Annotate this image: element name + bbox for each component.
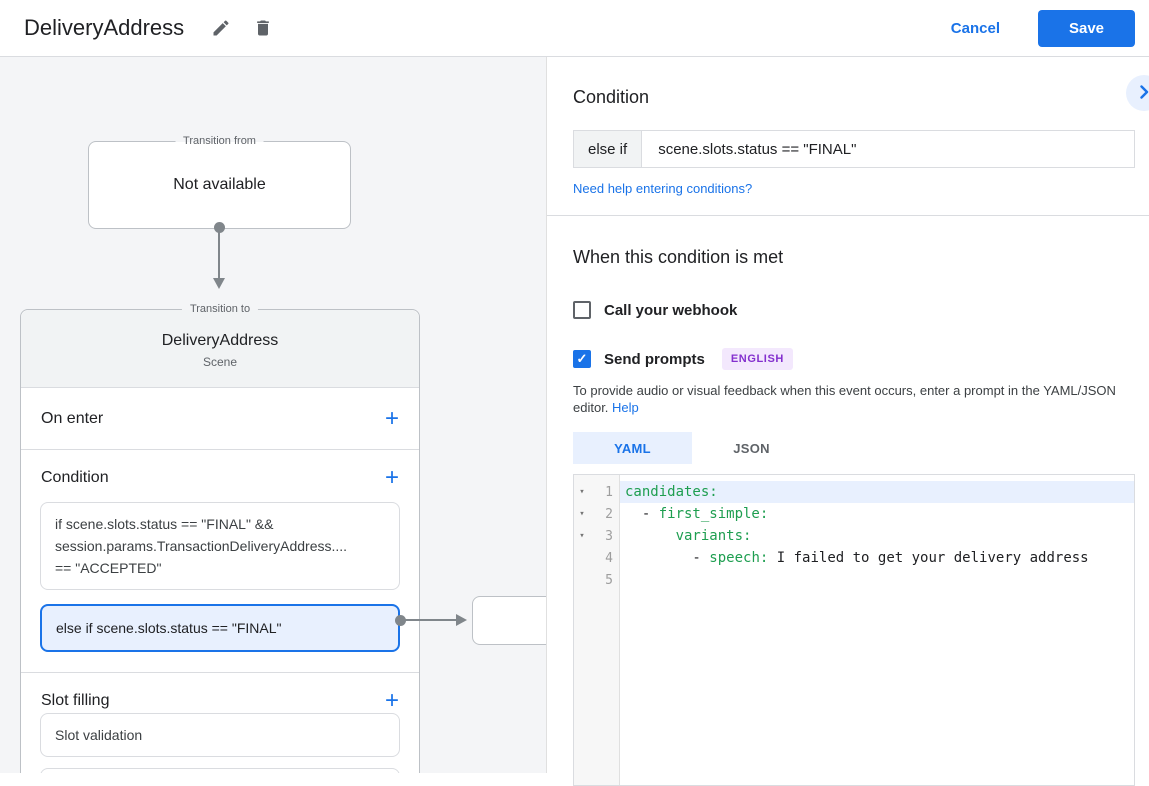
scene-node-title: DeliveryAddress xyxy=(21,332,419,350)
transition-to-label: Transition to xyxy=(182,302,258,317)
fold-toggle-icon[interactable]: ▾ xyxy=(574,531,590,541)
condition-editor-panel: Condition else if Need help entering con… xyxy=(546,57,1149,773)
condition-prefix-label: else if xyxy=(574,131,642,167)
language-badge: ENGLISH xyxy=(722,348,793,370)
connector-line-horizontal xyxy=(405,619,457,621)
code-key: candidates: xyxy=(625,484,718,500)
check-icon: ✓ xyxy=(577,351,588,366)
help-link[interactable]: Help xyxy=(612,400,639,415)
code-indent: - xyxy=(625,506,659,522)
prompt-description: To provide audio or visual feedback when… xyxy=(573,382,1135,416)
editor-tabs: YAML JSON xyxy=(573,432,1135,464)
tab-yaml[interactable]: YAML xyxy=(573,432,692,464)
condition-expression-input[interactable] xyxy=(642,131,1134,167)
code-line[interactable]: - speech: I failed to get your delivery … xyxy=(620,547,1134,569)
code-indent: - xyxy=(625,550,709,566)
line-number: 4 xyxy=(590,551,619,566)
condition-item-else-if-selected[interactable]: else if scene.slots.status == "FINAL" xyxy=(40,604,400,652)
add-slot-button[interactable]: + xyxy=(385,691,399,711)
condition-input-row: else if xyxy=(573,130,1135,168)
code-value: I failed to get your delivery address xyxy=(768,550,1088,566)
add-condition-button[interactable]: + xyxy=(385,468,399,488)
code-line[interactable]: variants: xyxy=(620,525,1134,547)
arrow-down-icon xyxy=(213,278,225,289)
arrow-right-icon xyxy=(456,614,467,626)
connector-line-vertical xyxy=(218,229,220,279)
plus-icon: + xyxy=(385,464,399,491)
call-webhook-label: Call your webhook xyxy=(604,302,737,319)
fold-toggle-icon[interactable]: ▾ xyxy=(574,487,590,497)
transition-from-node: Transition from Not available xyxy=(88,141,351,229)
slot-filling-section: Slot filling + Slot validation Transacti… xyxy=(21,673,419,773)
save-button[interactable]: Save xyxy=(1038,10,1135,47)
slot-item-transaction-delivery-address[interactable]: TransactionDeliveryAddress xyxy=(40,768,400,773)
transition-target-node[interactable] xyxy=(472,596,546,645)
add-on-enter-button[interactable]: + xyxy=(385,409,399,429)
prompt-description-text: To provide audio or visual feedback when… xyxy=(573,383,1116,415)
tab-json[interactable]: JSON xyxy=(692,432,811,464)
app-bar: DeliveryAddress Cancel Save xyxy=(0,0,1149,57)
delete-scene-button[interactable] xyxy=(246,11,280,45)
panel-divider xyxy=(547,215,1149,216)
slot-item-validation[interactable]: Slot validation xyxy=(40,713,400,757)
line-number: 3 xyxy=(590,529,619,544)
condition-help-link[interactable]: Need help entering conditions? xyxy=(573,181,752,196)
scene-diagram-canvas: Transition from Not available Transition… xyxy=(0,57,546,773)
on-enter-row: On enter + xyxy=(21,388,419,450)
line-number: 2 xyxy=(590,507,619,522)
transition-from-content: Not available xyxy=(173,176,266,194)
pencil-icon xyxy=(211,18,231,38)
code-key: speech: xyxy=(709,550,768,566)
code-line[interactable] xyxy=(620,569,1134,591)
code-line[interactable]: candidates: xyxy=(620,481,1134,503)
transition-from-label: Transition from xyxy=(175,134,264,149)
code-indent xyxy=(625,528,676,544)
scene-node-subtitle: Scene xyxy=(21,355,419,369)
code-key: first_simple: xyxy=(659,506,769,522)
trash-icon xyxy=(253,18,273,38)
webhook-row: Call your webhook xyxy=(573,301,1135,319)
send-prompts-checkbox[interactable]: ✓ xyxy=(573,350,591,368)
line-number: 1 xyxy=(590,485,619,500)
page-title: DeliveryAddress xyxy=(24,15,184,41)
condition-line: session.params.TransactionDeliveryAddres… xyxy=(55,535,385,557)
condition-line: if scene.slots.status == "FINAL" && xyxy=(55,513,385,535)
plus-icon: + xyxy=(385,405,399,432)
edit-title-button[interactable] xyxy=(204,11,238,45)
chevron-right-icon xyxy=(1132,80,1149,107)
scene-node-header: DeliveryAddress Scene xyxy=(21,310,419,388)
editor-gutter: ▾ 1 ▾ 2 ▾ 3 4 5 xyxy=(574,475,620,785)
panel-title: Condition xyxy=(573,57,1135,108)
yaml-code-editor: ▾ 1 ▾ 2 ▾ 3 4 5 xyxy=(573,474,1135,786)
condition-item-if[interactable]: if scene.slots.status == "FINAL" && sess… xyxy=(40,502,400,590)
editor-code-area[interactable]: candidates: - first_simple: variants: - … xyxy=(620,475,1134,785)
scene-node: Transition to DeliveryAddress Scene On e… xyxy=(20,309,420,773)
condition-section-label: Condition xyxy=(41,469,109,487)
fold-toggle-icon[interactable]: ▾ xyxy=(574,509,590,519)
code-key: variants: xyxy=(676,528,752,544)
cancel-button[interactable]: Cancel xyxy=(941,12,1010,45)
send-prompts-label: Send prompts xyxy=(604,351,705,368)
condition-line: == "ACCEPTED" xyxy=(55,557,385,579)
condition-section: Condition + if scene.slots.status == "FI… xyxy=(21,450,419,673)
plus-icon: + xyxy=(385,687,399,714)
send-prompts-row: ✓ Send prompts ENGLISH xyxy=(573,348,1135,370)
line-number: 5 xyxy=(590,573,619,588)
on-enter-label: On enter xyxy=(41,410,103,428)
slot-filling-label: Slot filling xyxy=(41,692,109,710)
condition-met-title: When this condition is met xyxy=(573,247,1135,268)
code-line[interactable]: - first_simple: xyxy=(620,503,1134,525)
call-webhook-checkbox[interactable] xyxy=(573,301,591,319)
